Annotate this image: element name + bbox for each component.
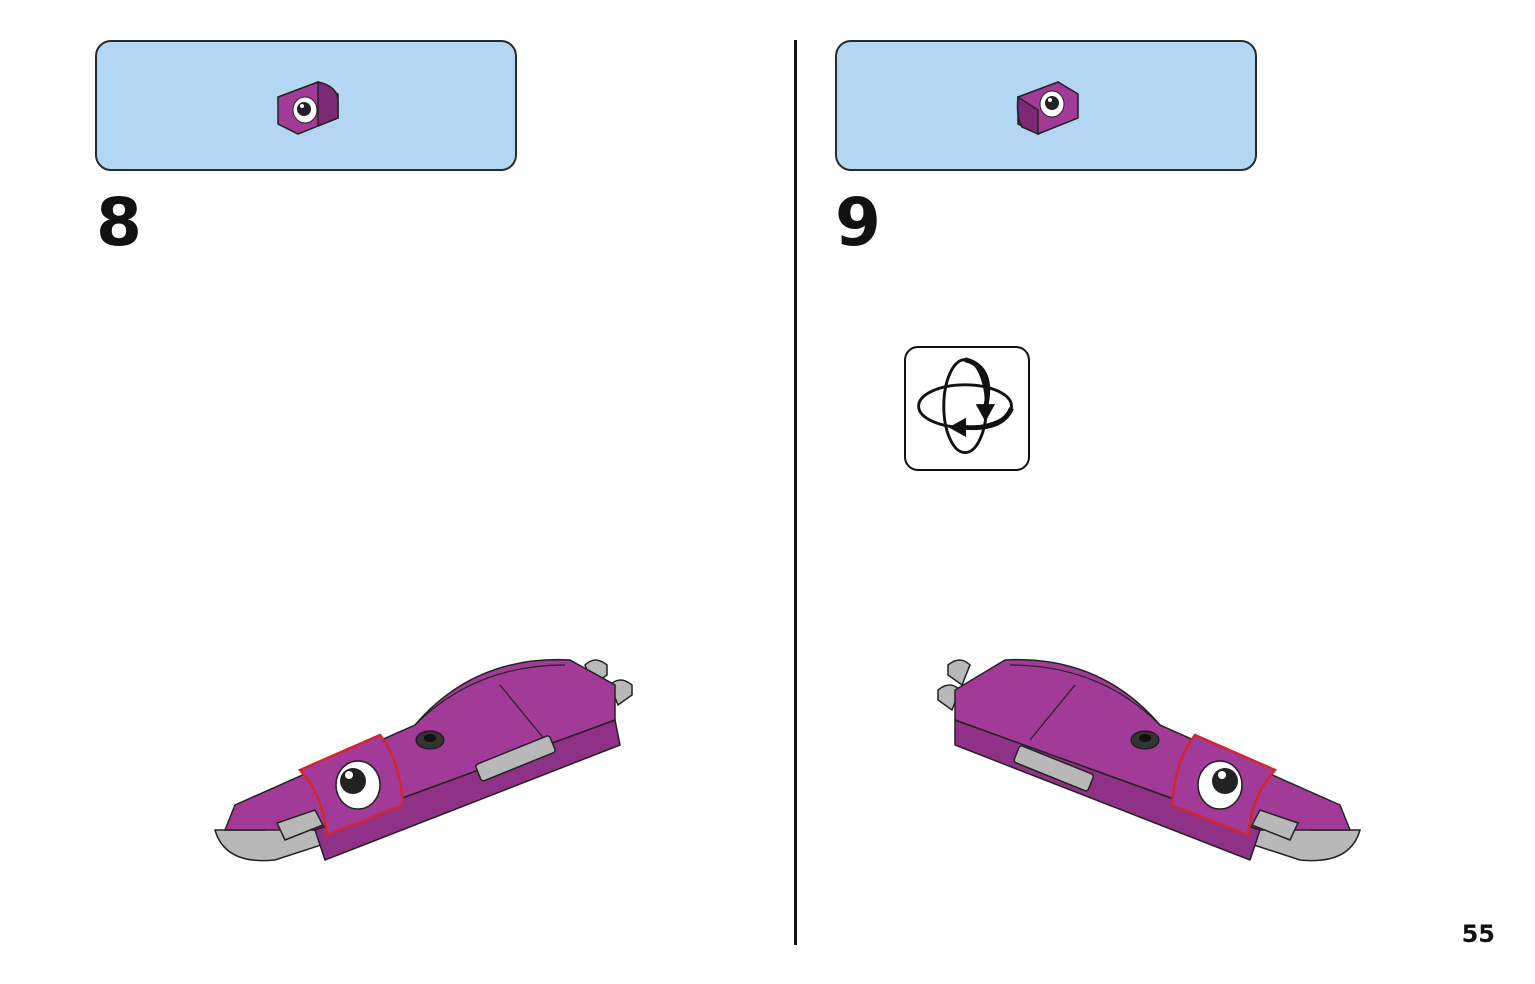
fish-model-step-9 bbox=[937, 658, 1361, 862]
fish-model-step-8 bbox=[214, 658, 633, 862]
step-number: 9 bbox=[835, 184, 881, 261]
page-number: 55 bbox=[1461, 920, 1495, 948]
parts-box-step-9 bbox=[835, 40, 1257, 171]
rotate-callout-box bbox=[904, 346, 1030, 471]
page-divider bbox=[794, 40, 797, 945]
purple-curved-brick-with-eye-icon bbox=[1016, 81, 1079, 136]
step-number: 8 bbox=[96, 184, 142, 261]
rotate-model-icon bbox=[917, 357, 1014, 454]
parts-box-step-8 bbox=[95, 40, 517, 171]
purple-curved-brick-with-eye-icon bbox=[277, 81, 339, 135]
